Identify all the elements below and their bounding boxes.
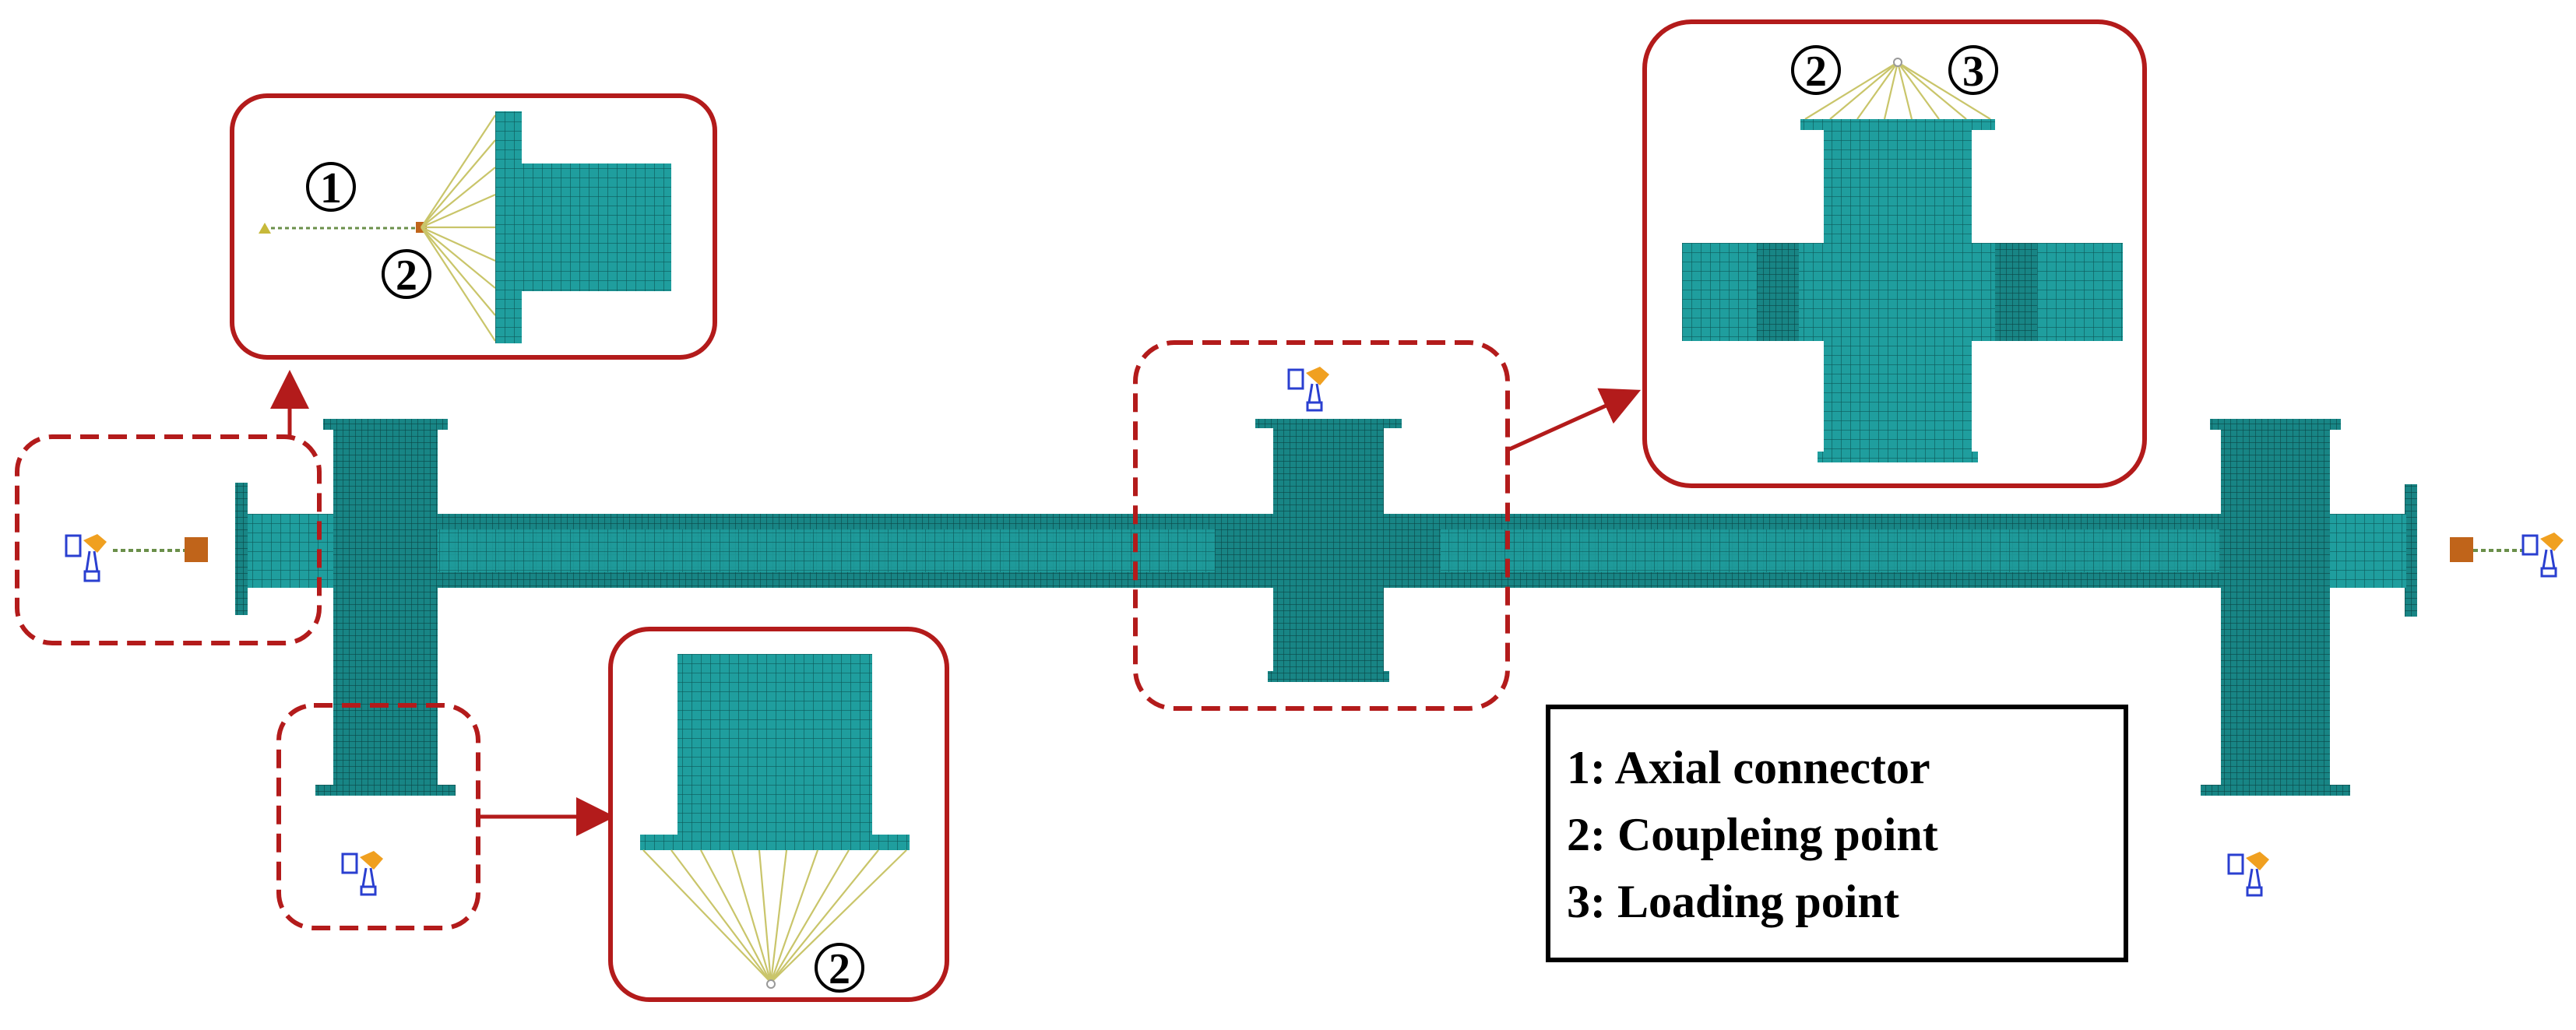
boundary-condition-icon <box>341 851 383 896</box>
svg-text:1: 1 <box>320 164 342 213</box>
right-tee-bottom-flange <box>2201 785 2350 796</box>
middle-tee-top-flange <box>1255 419 1402 428</box>
main-pipe-assembly <box>235 419 2417 796</box>
left-tee-top-flange <box>323 419 448 430</box>
callout-bottom-coupling-detail: 2 <box>608 627 949 1002</box>
left-end-flange <box>235 483 248 615</box>
left-axial-connector-line <box>113 537 208 562</box>
legend-item-axial-connector: 1: Axial connector <box>1567 742 1930 793</box>
middle-tee-bottom-flange <box>1268 671 1389 682</box>
boundary-condition-icon <box>2521 533 2564 578</box>
detail-right-band <box>1995 243 2037 341</box>
coupling-lines <box>421 114 496 342</box>
boundary-condition-icon <box>65 534 107 582</box>
left-tee-body <box>333 430 438 786</box>
detail-left-band <box>1757 243 1799 341</box>
right-tee-body <box>2221 430 2330 786</box>
legend-item-loading-point: 3: Loading point <box>1567 876 1899 927</box>
coupling-lines <box>642 849 907 983</box>
svg-text:2: 2 <box>829 945 850 993</box>
axial-connector-block-icon <box>185 537 208 562</box>
left-tee-bottom-flange <box>315 785 456 796</box>
main-pipe-inner-band-right <box>1441 529 2219 572</box>
marker-loading-3: 3 <box>1948 45 1998 96</box>
connector-triangle-icon <box>259 223 271 234</box>
main-pipe-inner-band <box>436 529 1215 572</box>
detail-pipe <box>522 163 671 291</box>
detail-flange-horizontal <box>640 835 910 850</box>
marker-coupling-2: 2 <box>815 943 864 993</box>
svg-text:2: 2 <box>1805 47 1827 96</box>
detail-pipe-vertical <box>677 654 872 835</box>
middle-tee-body <box>1273 428 1384 673</box>
loading-node-icon <box>1893 58 1902 67</box>
right-axial-connector <box>2450 533 2564 578</box>
axial-connector-block-icon <box>2450 537 2473 562</box>
boundary-condition-icon <box>1287 367 1329 412</box>
legend-item-coupling-point: 2: Coupleing point <box>1567 809 1938 860</box>
svg-text:2: 2 <box>396 251 417 300</box>
callout-cross-detail: 2 3 <box>1642 19 2147 488</box>
arrow-to-top-right-callout <box>1506 388 1642 452</box>
boundary-condition-icon <box>2227 852 2269 897</box>
detail-horizontal-pipe <box>1682 243 2123 341</box>
detail-top-flange <box>1800 119 1995 130</box>
svg-text:3: 3 <box>1962 47 1984 96</box>
dashed-region-left-end <box>15 434 322 645</box>
callout-connector-detail: 1 2 <box>230 93 717 360</box>
coupling-node-icon <box>766 979 776 989</box>
legend-box: 1: Axial connector 2: Coupleing point 3:… <box>1546 705 2128 962</box>
right-end-pipe <box>2328 514 2406 588</box>
detail-bottom-flange <box>1818 452 1978 462</box>
detail-flange <box>495 111 522 343</box>
right-tee-top-flange <box>2210 419 2341 430</box>
marker-coupling-2: 2 <box>1791 45 1841 96</box>
coupling-lines <box>1804 62 1991 120</box>
marker-coupling-2: 2 <box>382 249 431 300</box>
dashed-region-middle-tee <box>1133 340 1510 711</box>
right-end-flange <box>2405 484 2417 617</box>
marker-connector-1: 1 <box>306 162 356 213</box>
